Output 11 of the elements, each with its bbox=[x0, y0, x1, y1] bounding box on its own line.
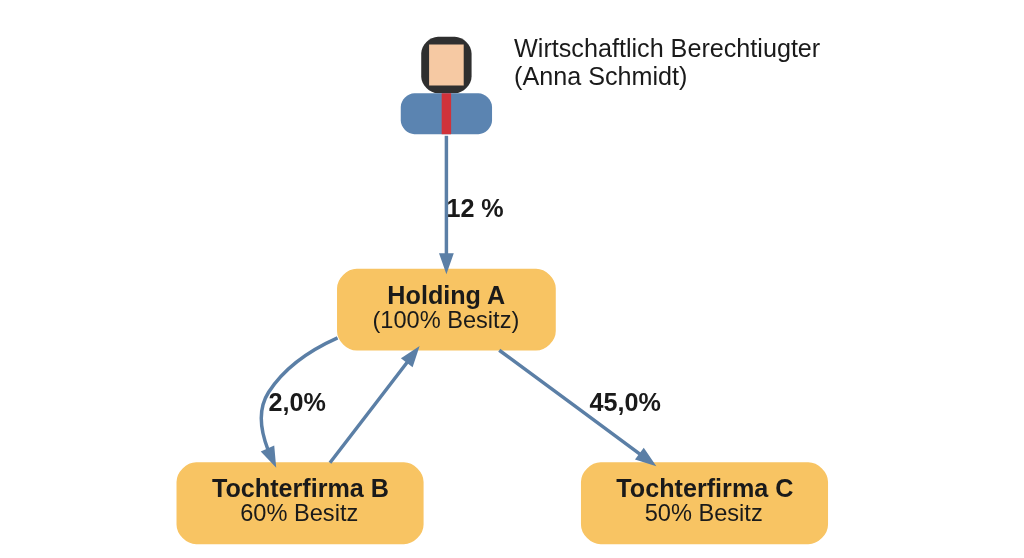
node-label: Wirtschaftlich Berechtiugter (Anna Schmidt) bbox=[513, 33, 820, 91]
edge-label: 2,0% bbox=[268, 387, 326, 416]
arrow bbox=[259, 336, 338, 468]
arrow bbox=[497, 348, 656, 467]
node-box: Holding A (100% Besitz) bbox=[336, 268, 556, 351]
arrow bbox=[328, 346, 420, 464]
node-box: Tochterfirma C 50% Besitz bbox=[580, 462, 828, 545]
edge-label: 45,0% bbox=[589, 387, 661, 416]
node-box: Tochterfirma B 60% Besitz bbox=[176, 462, 424, 545]
edge-label: 12 % bbox=[445, 194, 504, 223]
arrow bbox=[438, 135, 454, 275]
